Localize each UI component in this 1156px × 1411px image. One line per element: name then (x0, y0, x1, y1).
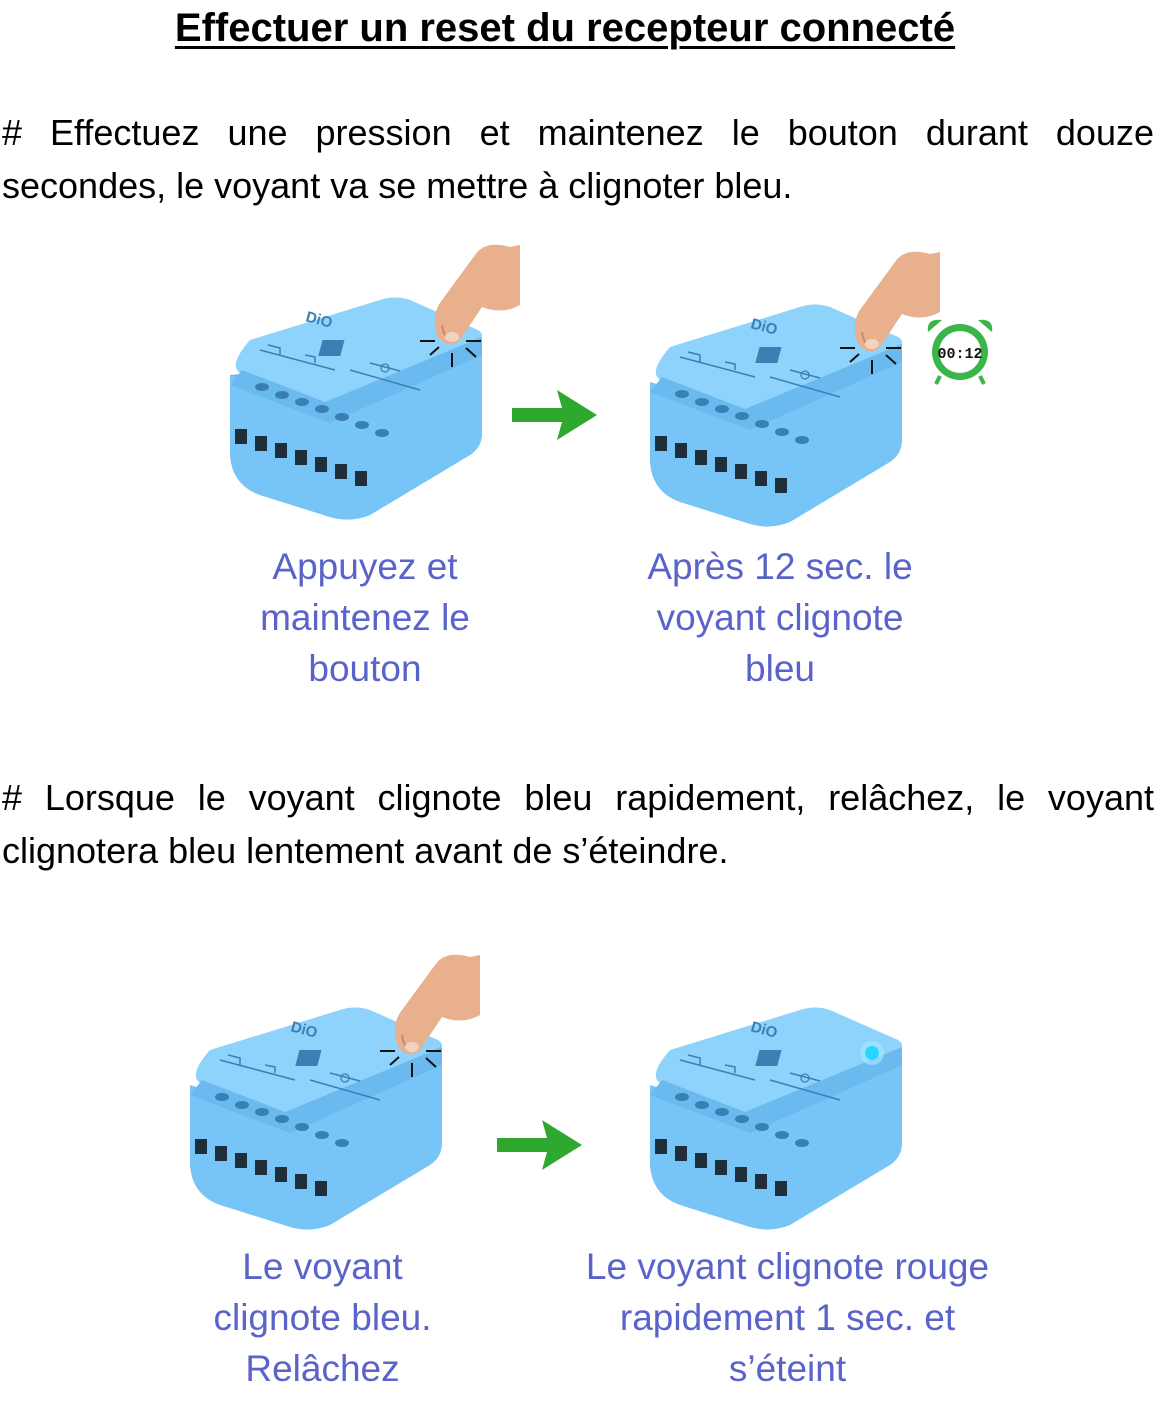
page-title: Effectuer un reset du recepteur connecté (174, 6, 956, 50)
instruction-step-1: # Effectuez une pression et maintenez le… (2, 112, 1154, 206)
arrow-icon (497, 1120, 582, 1170)
arrow-icon (512, 390, 597, 440)
press-indicator (380, 1050, 441, 1077)
press-indicator (420, 340, 481, 367)
svg-text:DiO: DiO (749, 1018, 779, 1041)
device-illustration-2: DiO (650, 251, 940, 527)
svg-text:DiO: DiO (749, 315, 779, 338)
receiver-module: DiO (190, 1007, 442, 1230)
device-illustration-1: DiO (230, 244, 520, 520)
caption-red-blink: Le voyant clignote rouge rapidement 1 se… (585, 1246, 990, 1389)
caption-after-12s: Après 12 sec. le voyant clignote bleu (647, 546, 913, 689)
device-illustration-4: DiO (650, 1007, 902, 1230)
device-illustration-3: DiO (190, 954, 480, 1230)
led-indicator (860, 1041, 884, 1065)
finger-icon (394, 954, 480, 1055)
receiver-module: DiO (230, 297, 482, 520)
press-indicator (840, 347, 901, 374)
instruction-step-2: # Lorsque le voyant clignote bleu rapide… (2, 777, 1154, 871)
svg-text:DiO: DiO (304, 308, 334, 331)
receiver-module: DiO (650, 1007, 902, 1230)
svg-text:DiO: DiO (289, 1018, 319, 1041)
timer-display: 00:12 (937, 346, 982, 363)
caption-release: Le voyant clignote bleu. Relâchez (213, 1246, 432, 1389)
receiver-module: DiO (650, 304, 902, 527)
finger-icon (434, 244, 520, 345)
caption-press-hold: Appuyez et maintenez le bouton (260, 546, 470, 689)
alarm-clock-icon: 00:12 (927, 319, 993, 385)
finger-icon (854, 251, 940, 352)
